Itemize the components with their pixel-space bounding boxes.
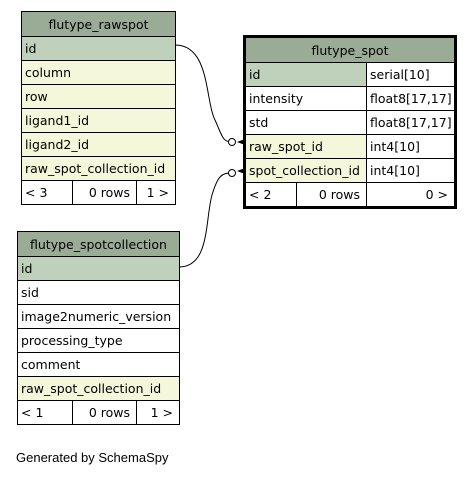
column-type: int4[10]	[366, 159, 454, 182]
table-footer: < 3 0 rows 1 >	[22, 180, 175, 204]
column-name: column	[25, 65, 72, 80]
spotcollection-to-spot-line	[178, 172, 233, 268]
parents-count: < 2	[249, 187, 272, 202]
rows-count: 0 rows	[72, 401, 136, 424]
column-name: intensity	[246, 87, 366, 110]
column-type: float8[17,17]	[366, 87, 454, 110]
generated-by-label: Generated by SchemaSpy	[16, 450, 169, 465]
column-row: id	[22, 36, 175, 60]
rawspot-to-spot-crowfoot	[228, 138, 236, 146]
column-row: id serial[10]	[246, 62, 454, 86]
table-flutype-rawspot[interactable]: flutype_rawspot id column row ligand1_id…	[21, 11, 176, 205]
column-row: raw_spot_collection_id	[22, 156, 175, 180]
column-name: image2numeric_version	[21, 309, 172, 324]
column-name: raw_spot_collection_id	[21, 381, 162, 396]
column-name: comment	[21, 357, 81, 372]
parents-count: < 1	[21, 405, 44, 420]
table-title: flutype_spot	[246, 38, 454, 62]
column-name: raw_spot_id	[246, 135, 366, 158]
table-title: flutype_spotcollection	[18, 232, 179, 256]
column-name: id	[246, 63, 366, 86]
column-row: column	[22, 60, 175, 84]
column-type: float8[17,17]	[366, 111, 454, 134]
column-row: ligand1_id	[22, 108, 175, 132]
column-row: image2numeric_version	[18, 304, 179, 328]
children-count: 1 >	[136, 181, 175, 204]
column-row: intensity float8[17,17]	[246, 86, 454, 110]
column-name: row	[25, 89, 48, 104]
column-row: row	[22, 84, 175, 108]
table-name: flutype_spotcollection	[30, 236, 167, 252]
spotcollection-to-spot-crowfoot	[228, 169, 236, 177]
children-count: 0 >	[366, 183, 454, 206]
parents-count: < 3	[25, 185, 48, 200]
column-row: id	[18, 256, 179, 280]
table-title: flutype_rawspot	[22, 12, 175, 36]
column-name: id	[25, 41, 37, 56]
table-flutype-spotcollection[interactable]: flutype_spotcollection id sid image2nume…	[17, 231, 180, 425]
column-name: sid	[21, 285, 39, 300]
column-type: serial[10]	[366, 63, 454, 86]
table-footer: < 2 0 rows 0 >	[246, 182, 454, 206]
table-footer: < 1 0 rows 1 >	[18, 400, 179, 424]
rawspot-to-spot-line	[174, 44, 233, 143]
column-name: std	[246, 111, 366, 134]
column-row: comment	[18, 352, 179, 376]
column-name: spot_collection_id	[246, 159, 366, 182]
children-count: 1 >	[136, 401, 179, 424]
rows-count: 0 rows	[296, 183, 366, 206]
column-name: id	[21, 261, 33, 276]
column-name: ligand2_id	[25, 137, 90, 152]
column-row: sid	[18, 280, 179, 304]
column-name: ligand1_id	[25, 113, 90, 128]
table-name: flutype_spot	[311, 42, 389, 58]
column-name: raw_spot_collection_id	[25, 161, 166, 176]
table-name: flutype_rawspot	[48, 16, 149, 32]
column-row: raw_spot_collection_id	[18, 376, 179, 400]
column-row: raw_spot_id int4[10]	[246, 134, 454, 158]
column-type: int4[10]	[366, 135, 454, 158]
column-row: processing_type	[18, 328, 179, 352]
column-row: std float8[17,17]	[246, 110, 454, 134]
rows-count: 0 rows	[72, 181, 136, 204]
table-flutype-spot[interactable]: flutype_spot id serial[10] intensity flo…	[243, 35, 457, 209]
column-row: spot_collection_id int4[10]	[246, 158, 454, 182]
column-name: processing_type	[21, 333, 123, 348]
column-row: ligand2_id	[22, 132, 175, 156]
